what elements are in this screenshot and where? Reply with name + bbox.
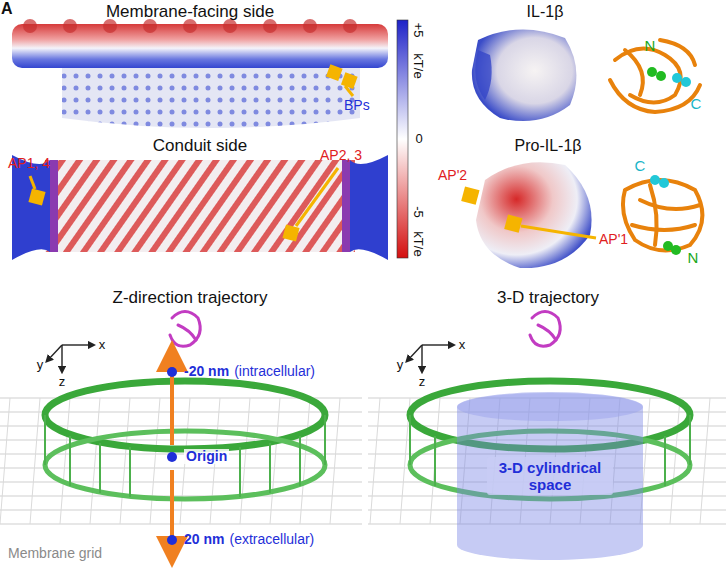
axis-label: y (37, 358, 44, 372)
scale-value: +5 (411, 23, 425, 38)
position-label: 20 nm (184, 532, 224, 547)
site-label: AP1, 4 (8, 156, 50, 171)
scale-unit: kT/e (411, 231, 425, 256)
panel-title: Membrane-facing side (106, 3, 274, 22)
position-label: Origin (184, 449, 229, 464)
axis-label: z (59, 375, 66, 389)
terminus-label: C (635, 158, 646, 175)
panel-letter: A (1, 0, 13, 18)
protein-title: Pro-IL-1β (515, 137, 582, 155)
cylinder-body (457, 392, 643, 560)
terminus-label: N (688, 250, 699, 267)
axis-label: x (99, 338, 106, 352)
grid-label: Membrane grid (8, 546, 102, 561)
site-label: BPs (344, 98, 370, 113)
site-label: AP'1 (599, 232, 628, 247)
position-note: (extracellular) (229, 532, 314, 547)
axis-label: y (397, 358, 404, 372)
axis-label: x (459, 338, 466, 352)
axis-label: z (419, 375, 426, 389)
protein-title: IL-1β (527, 3, 564, 21)
cylinder-top (457, 393, 643, 421)
terminus-label: C (691, 96, 702, 113)
scale-unit: kT/e (411, 53, 425, 78)
panel-title: 3-D trajectory (497, 289, 599, 308)
panel-title: Z-direction trajectory (113, 289, 268, 308)
position-note: (intracellular) (234, 364, 315, 379)
scale-value: -5 (411, 206, 425, 218)
region-label: 3-D cylindrical space (487, 457, 613, 496)
site-label: AP'2 (438, 168, 467, 183)
site-label: AP2, 3 (320, 148, 362, 163)
terminus-label: N (645, 38, 656, 55)
position-label: -20 nm (184, 364, 229, 379)
scale-value: 0 (415, 132, 422, 146)
panel-title: Conduit side (153, 137, 248, 156)
cylinder-region: 3-D cylindrical space (455, 392, 645, 560)
